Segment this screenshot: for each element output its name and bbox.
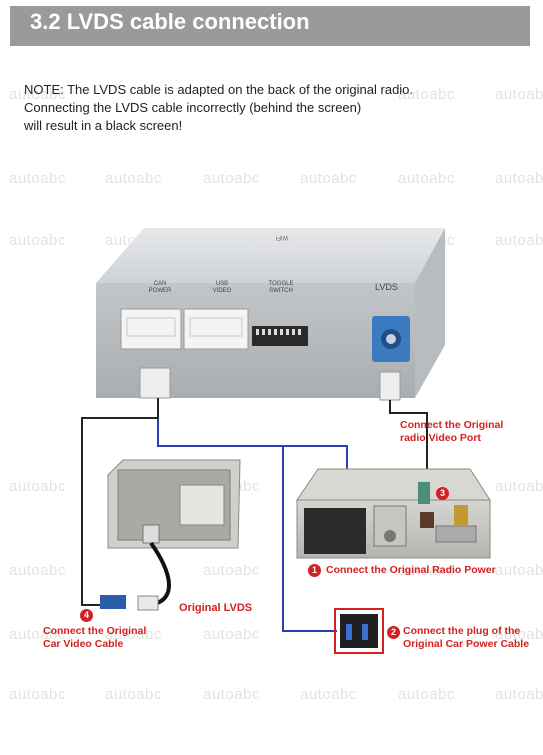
watermark: autoabc <box>9 232 66 249</box>
car-power-connector <box>340 614 378 648</box>
watermark: autoabc <box>203 170 260 187</box>
original-radio <box>296 468 491 559</box>
watermark: autoabc <box>495 232 543 249</box>
watermark: autoabc <box>495 86 543 103</box>
blue-wire-car-power <box>158 445 337 632</box>
watermark: autoabc <box>9 626 66 643</box>
car-video-plug <box>100 595 126 609</box>
screen-label <box>179 484 225 526</box>
radio-power-socket <box>304 508 366 554</box>
port-label-can-power: CAN POWER <box>148 281 172 294</box>
watermark: autoabc <box>300 686 357 703</box>
watermark: autoabc <box>105 170 162 187</box>
watermark: autoabc <box>9 686 66 703</box>
watermark: autoabc <box>105 686 162 703</box>
callout-car-video: Connect the Original Car Video Cable <box>43 625 147 650</box>
watermark: autoabc <box>495 170 543 187</box>
watermark: autoabc <box>398 170 455 187</box>
video-port-plug <box>418 482 430 504</box>
port-label-lvds: LVDS <box>375 282 398 292</box>
watermark: autoabc <box>9 86 66 103</box>
video-plug <box>379 371 401 401</box>
note-text: NOTE: The LVDS cable is adapted on the b… <box>24 81 464 135</box>
callout-badge-2: 2 <box>387 626 400 639</box>
callout-car-power: Connect the plug of the Original Car Pow… <box>403 625 530 650</box>
black-wire-car-video <box>81 398 159 606</box>
toggle-switch-keys <box>256 329 301 335</box>
interface-box: WIFI <box>96 228 445 398</box>
section-header <box>10 6 530 46</box>
watermark: autoabc <box>9 562 66 579</box>
radio-connectors <box>435 525 477 543</box>
callout-badge-4: 4 <box>80 609 93 622</box>
watermark: autoabc <box>300 170 357 187</box>
watermark: autoabc <box>398 686 455 703</box>
black-wire-video-port <box>389 400 428 482</box>
radio-port <box>420 512 434 528</box>
car-power-pin <box>362 624 368 640</box>
power-plug <box>139 367 171 399</box>
box-top-text: WIFI <box>275 234 288 240</box>
car-power-pin <box>346 624 352 640</box>
box-side <box>415 228 445 398</box>
callout-video-port: Connect the Original radio Video Port <box>400 419 504 444</box>
radio-top <box>296 468 491 501</box>
original-screen <box>100 459 241 611</box>
connector-pins <box>126 317 176 337</box>
port-label-usb-video: USB VIDEO <box>212 281 232 294</box>
antenna-port <box>454 505 468 525</box>
watermark: autoabc <box>203 626 260 643</box>
watermark: autoabc <box>203 686 260 703</box>
watermark: autoabc <box>495 562 543 579</box>
port-label-toggle-switch: TOGGLE SWITCH <box>268 281 294 294</box>
watermark: autoabc <box>105 626 162 643</box>
box-top <box>96 228 445 283</box>
section-title: 3.2 LVDS cable connection <box>30 9 310 34</box>
note-line: Connecting the LVDS cable incorrectly (b… <box>24 100 362 115</box>
can-power-connector <box>120 308 182 350</box>
note-line: will result in a black screen! <box>24 118 183 133</box>
callout-radio-power: Connect the Original Radio Power <box>326 564 496 576</box>
callout-badge-3: 3 <box>436 487 449 500</box>
lvds-pin <box>386 334 396 344</box>
watermark: autoabc <box>495 478 543 495</box>
watermark: autoabc <box>9 478 66 495</box>
usb-video-connector <box>183 308 249 350</box>
callout-badge-1: 1 <box>308 564 321 577</box>
lvds-end-plug <box>137 595 159 611</box>
watermark: autoabc <box>203 562 260 579</box>
watermark: autoabc <box>495 626 543 643</box>
lvds-plug <box>142 524 160 544</box>
radio-knob <box>384 530 396 542</box>
note-line: NOTE: The LVDS cable is adapted on the b… <box>24 82 414 97</box>
watermark: autoabc <box>398 562 455 579</box>
car-power-highlight <box>334 608 384 654</box>
connector-pins <box>189 317 243 337</box>
watermark: autoabc <box>495 686 543 703</box>
car-power-plug <box>334 608 384 654</box>
watermark: autoabc <box>9 170 66 187</box>
watermark: autoabc <box>398 86 455 103</box>
callout-original-lvds: Original LVDS <box>179 602 253 614</box>
